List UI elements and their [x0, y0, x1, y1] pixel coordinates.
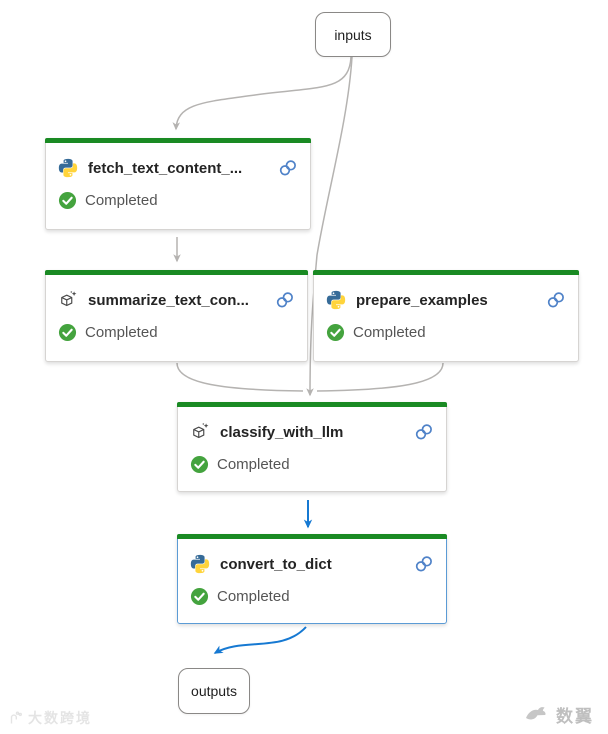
- node-convert-to-dict[interactable]: convert_to_dict Completed: [177, 534, 447, 624]
- node-header-bar: [313, 270, 579, 275]
- python-icon: [326, 290, 346, 310]
- outputs-label: outputs: [191, 683, 237, 699]
- watermark-bottom-right: 数翼: [524, 702, 594, 727]
- node-summarize-text-content[interactable]: summarize_text_con... Completed: [45, 270, 308, 362]
- status-text: Completed: [217, 588, 290, 605]
- inputs-node[interactable]: inputs: [315, 12, 391, 57]
- python-icon: [190, 554, 210, 574]
- watermark-right-text: 数翼: [556, 707, 594, 726]
- edge-prepare-to-classify: [316, 362, 444, 392]
- edge-summarize-to-classify: [176, 362, 304, 392]
- link-icon[interactable]: [414, 422, 434, 442]
- watermark-left-text: 大数跨境: [28, 710, 92, 726]
- node-header-bar: [45, 138, 311, 143]
- node-title: convert_to_dict: [220, 555, 332, 573]
- node-title: summarize_text_con...: [88, 291, 249, 309]
- edge-inputs-to-classify: [306, 56, 353, 397]
- link-icon[interactable]: [275, 290, 295, 310]
- link-icon[interactable]: [546, 290, 566, 310]
- llm-tool-icon: [58, 290, 78, 310]
- inputs-label: inputs: [334, 26, 372, 43]
- python-icon: [58, 158, 78, 178]
- node-prepare-examples[interactable]: prepare_examples Completed: [313, 270, 579, 362]
- node-fetch-text-content[interactable]: fetch_text_content_... Completed: [45, 138, 311, 230]
- watermark-left-logo-icon: [8, 710, 24, 726]
- link-icon[interactable]: [414, 554, 434, 574]
- node-header-bar: [45, 270, 308, 275]
- node-classify-with-llm[interactable]: classify_with_llm Completed: [177, 402, 447, 492]
- status-text: Completed: [217, 456, 290, 473]
- completed-check-icon: [58, 191, 77, 210]
- node-header-bar: [177, 534, 447, 539]
- node-title: classify_with_llm: [220, 423, 344, 441]
- node-header-bar: [177, 402, 447, 407]
- watermark-bottom-left: 大数跨境: [8, 708, 92, 728]
- link-icon[interactable]: [278, 158, 298, 178]
- status-text: Completed: [85, 192, 158, 209]
- outputs-node[interactable]: outputs: [178, 668, 250, 714]
- status-text: Completed: [85, 324, 158, 341]
- node-title: fetch_text_content_...: [88, 159, 243, 177]
- completed-check-icon: [190, 587, 209, 606]
- completed-check-icon: [58, 323, 77, 342]
- completed-check-icon: [190, 455, 209, 474]
- llm-tool-icon: [190, 422, 210, 442]
- bird-logo-icon: [524, 705, 550, 725]
- edge-convert-to-outputs: [213, 626, 307, 654]
- completed-check-icon: [326, 323, 345, 342]
- status-text: Completed: [353, 324, 426, 341]
- edge-inputs-to-fetch: [172, 56, 352, 131]
- node-title: prepare_examples: [356, 291, 488, 309]
